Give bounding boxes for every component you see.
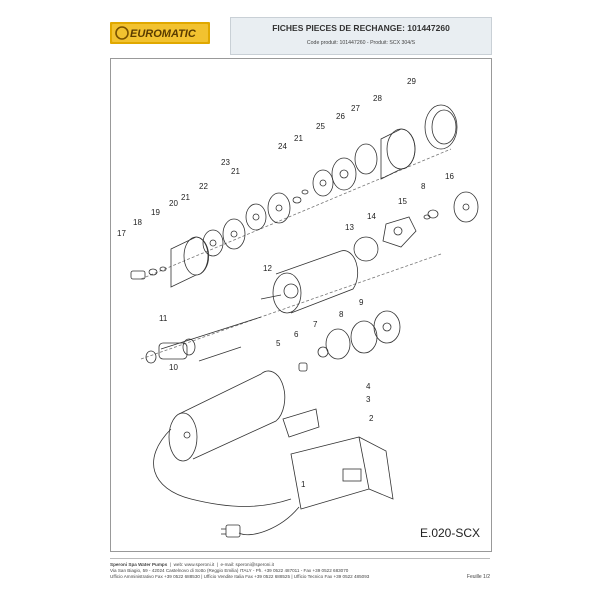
part-number: 19 [151, 208, 160, 217]
exploded-diagram-frame: 1 2 3 4 5 6 7 8 8 9 10 11 12 13 14 15 16… [110, 58, 492, 552]
part-number: 15 [398, 197, 407, 206]
part-number: 10 [169, 363, 178, 372]
part-number: 21 [181, 193, 190, 202]
part-number: 14 [367, 212, 376, 221]
part-number: 18 [133, 218, 142, 227]
part-number: 11 [159, 314, 168, 323]
footer-divider [110, 558, 490, 559]
footer-address: Via San Biagio, 59 - 42024 Castelnovo di… [110, 568, 349, 573]
part-numbers: 1 2 3 4 5 6 7 8 8 9 10 11 12 13 14 15 16… [117, 77, 454, 489]
header-box: FICHES PIECES DE RECHANGE: 101447260 [230, 17, 492, 55]
part-number: 23 [221, 158, 230, 167]
part-number: 9 [359, 298, 364, 307]
part-number: 16 [445, 172, 454, 181]
footer-web: web: www.speroni.it [173, 562, 215, 567]
page-title: FICHES PIECES DE RECHANGE: 101447260 [272, 23, 450, 33]
part-number: 24 [278, 142, 287, 151]
part-number: 2 [369, 414, 374, 423]
diagram-code: E.020-SCX [420, 526, 481, 540]
part-number: 27 [351, 104, 360, 113]
footer-email: e-mail: speroni@speroni.it [220, 562, 274, 567]
part-number: 3 [366, 395, 371, 404]
part-number: 20 [169, 199, 178, 208]
page-number: Feuille 1/2 [466, 574, 490, 580]
part-number: 22 [199, 182, 208, 191]
part-number: 28 [373, 94, 382, 103]
footer-offices: Ufficio Amministrativo Fax +39 0522 6885… [110, 574, 370, 579]
part-number: 17 [117, 229, 126, 238]
part-number: 29 [407, 77, 416, 86]
part-number: 21 [294, 134, 303, 143]
euromatic-logo: EUROMATIC [110, 22, 210, 44]
part-number: 4 [366, 382, 371, 391]
part-number: 7 [313, 320, 318, 329]
part-number: 1 [301, 480, 306, 489]
exploded-diagram: 1 2 3 4 5 6 7 8 8 9 10 11 12 13 14 15 16… [117, 77, 479, 538]
logo-text: EUROMATIC [130, 28, 197, 40]
part-number: 5 [276, 339, 281, 348]
part-number: 21 [231, 167, 240, 176]
page-subtitle: Code produit: 101447260 - Produit: SCX 3… [306, 40, 416, 46]
part-number: 25 [316, 122, 325, 131]
part-number: 26 [336, 112, 345, 121]
part-number: 6 [294, 330, 299, 339]
footer: Speroni Spa Water Pumps | web: www.spero… [110, 562, 490, 580]
company-name: Speroni Spa Water Pumps [110, 562, 168, 567]
part-number: 8 [421, 182, 426, 191]
part-number: 8 [339, 310, 344, 319]
part-number: 13 [345, 223, 354, 232]
part-number: 12 [263, 264, 272, 273]
